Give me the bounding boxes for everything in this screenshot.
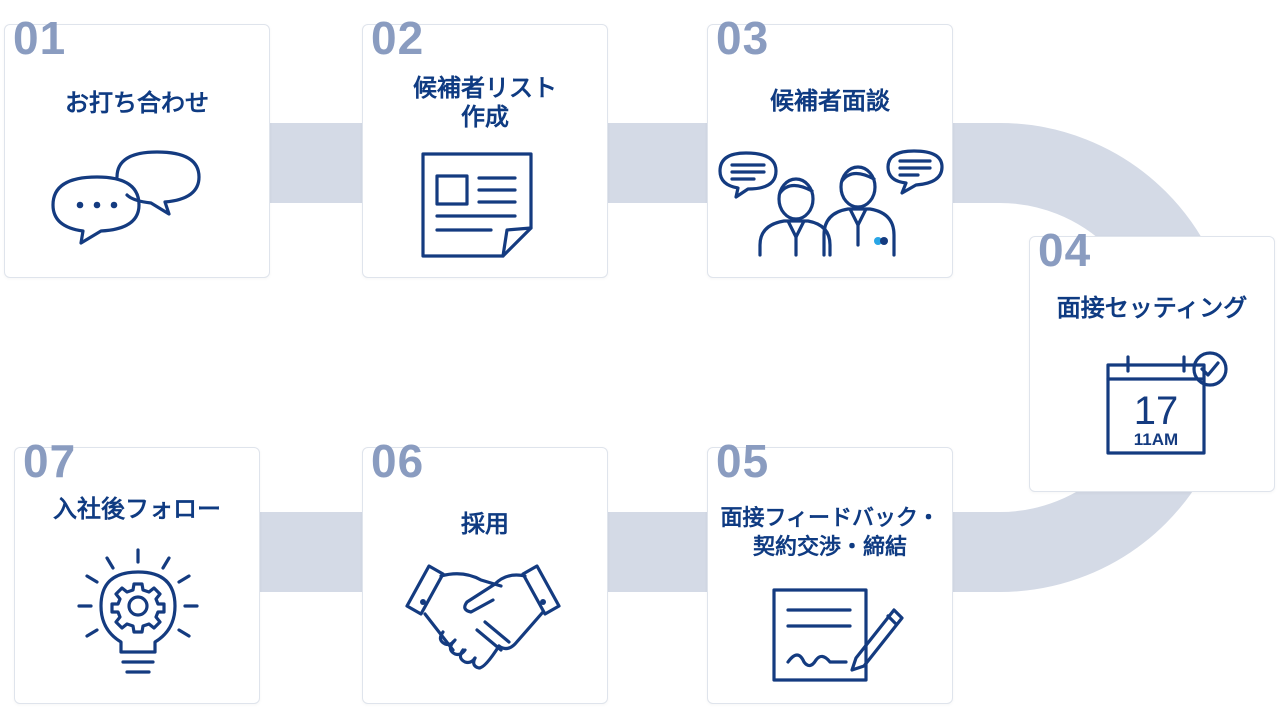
- step-5-number: 05: [716, 435, 770, 487]
- step-4-card: 04 面接セッティング 17 11AM: [1029, 227, 1275, 492]
- step-7-title: 入社後フォロー: [53, 495, 221, 523]
- step-6-title: 採用: [461, 510, 509, 538]
- step-5-card: 05 面接フィードバック・ 契約交渉・締結: [707, 438, 953, 704]
- calendar-day: 17: [1134, 389, 1179, 433]
- speech-bubbles-icon: [47, 147, 207, 245]
- step-2-title: 候補者リスト 作成: [413, 74, 557, 131]
- step-1-title: お打ち合わせ: [65, 89, 209, 117]
- step-2-card: 02 候補者リスト 作成: [362, 15, 608, 278]
- step-6-number: 06: [371, 435, 425, 487]
- step-4-number: 04: [1038, 224, 1092, 276]
- document-icon: [421, 152, 533, 258]
- contract-sign-icon: [770, 586, 904, 686]
- step-3-title: 候補者面談: [770, 87, 890, 115]
- step-6-card: 06 採用: [362, 438, 608, 704]
- calendar-check-icon: 17 11AM: [1104, 349, 1230, 457]
- step-1-card: 01 お打ち合わせ: [4, 15, 270, 278]
- step-5-title: 面接フィードバック・ 契約交渉・締結: [720, 506, 940, 560]
- interview-people-icon: [718, 149, 944, 257]
- step-2-number: 02: [371, 12, 425, 64]
- step-4-title: 面接セッティング: [1056, 294, 1248, 322]
- step-3-number: 03: [716, 12, 770, 64]
- step-3-card: 03 候補者面談: [707, 15, 953, 278]
- handshake-icon: [403, 562, 563, 672]
- lightbulb-gear-icon: [73, 546, 203, 682]
- step-7-number: 07: [23, 435, 77, 487]
- calendar-time: 11AM: [1134, 430, 1178, 449]
- step-1-number: 01: [13, 12, 67, 64]
- step-7-card: 07 入社後フォロー: [14, 438, 260, 704]
